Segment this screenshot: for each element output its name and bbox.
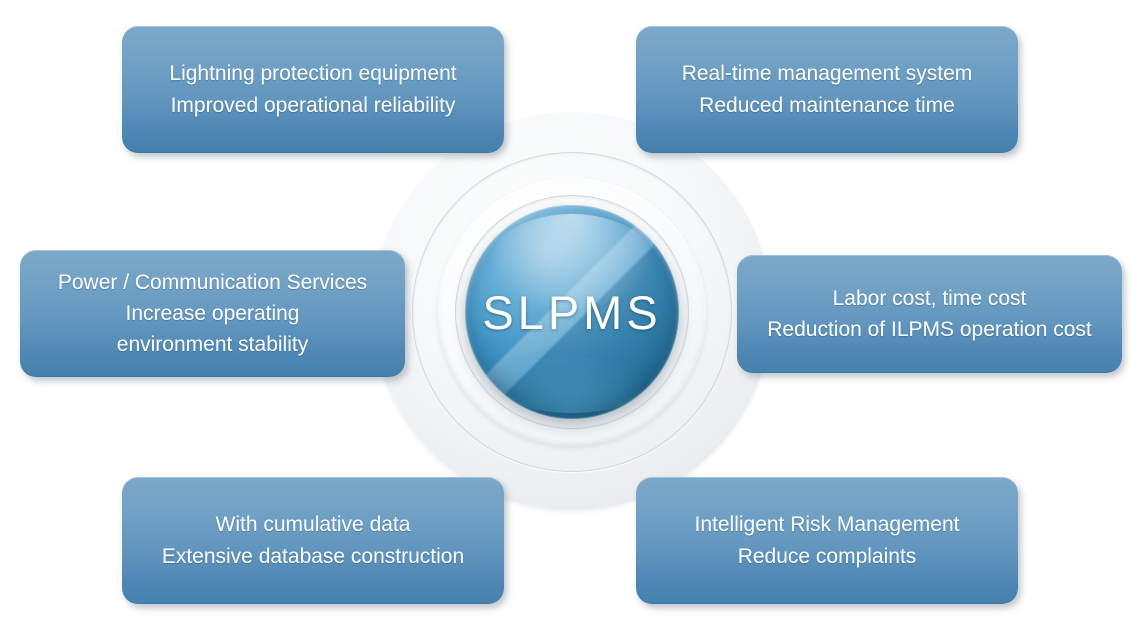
callout-line: Reduction of ILPMS operation cost (767, 318, 1092, 341)
callout-box-bottom-left[interactable]: With cumulative data Extensive database … (122, 477, 504, 604)
callout-line: Power / Communication Services (57, 270, 368, 294)
sphere-highlight (490, 213, 654, 308)
callout-line: Reduced maintenance time (699, 93, 955, 117)
sphere-rim (465, 205, 679, 419)
callout-line: Extensive database construction (161, 544, 465, 568)
center-sphere[interactable] (465, 205, 679, 419)
inner-collar-edge (455, 195, 689, 429)
ring-groove (412, 152, 732, 472)
callout-line: Increase operating (125, 301, 300, 325)
callout-line: Improved operational reliability (170, 93, 456, 117)
sphere-bounce-light (499, 356, 645, 413)
callout-box-middle-left[interactable]: Power / Communication Services Increase … (20, 250, 405, 377)
callout-line: Reduce complaints (737, 544, 917, 568)
callout-box-top-left[interactable]: Lightning protection equipment Improved … (122, 26, 504, 153)
callout-box-top-right[interactable]: Real-time management system Reduced main… (636, 26, 1018, 153)
callout-line: Labor cost, time cost (832, 286, 1027, 310)
callout-line: Lightning protection equipment (169, 62, 457, 86)
callout-line: With cumulative data (215, 513, 411, 537)
callout-line: Intelligent Risk Management (694, 513, 960, 537)
callout-line: Real-time management system (681, 62, 973, 86)
callout-box-middle-right[interactable]: Labor cost, time cost Reduction of ILPMS… (737, 255, 1122, 373)
callout-line: environment stability (116, 333, 309, 357)
callout-box-bottom-right[interactable]: Intelligent Risk Management Reduce compl… (636, 477, 1018, 604)
